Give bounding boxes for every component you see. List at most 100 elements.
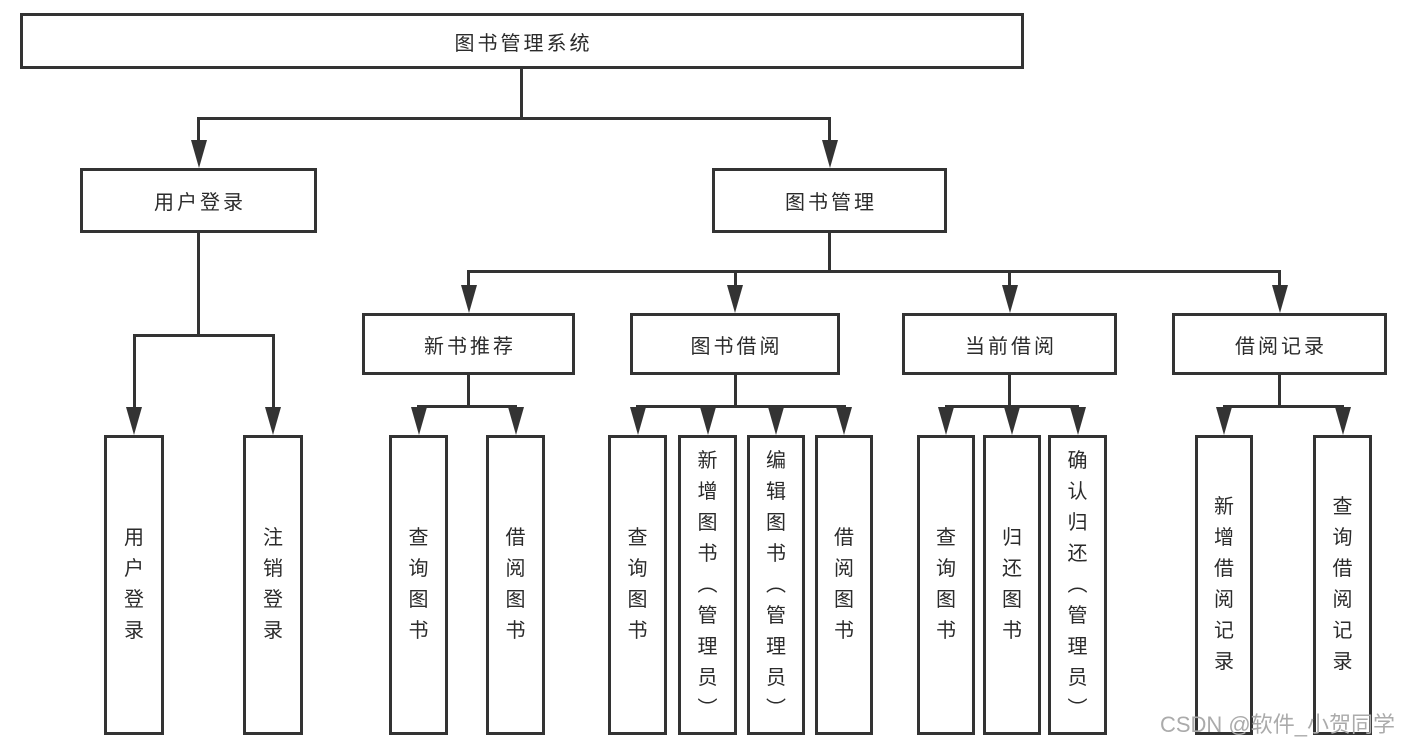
connector-line [1278, 271, 1281, 289]
connector-line [271, 335, 275, 411]
connector-line [197, 117, 831, 120]
leaf-return-books-label: 归还图书 [1002, 523, 1022, 647]
vertical-char: 书 [1002, 620, 1022, 642]
arrow-down-icon [727, 285, 743, 313]
vertical-char: 登 [124, 589, 144, 611]
vertical-char: 图 [697, 511, 718, 534]
node-book-management: 图书管理 [712, 168, 947, 233]
vertical-char: 书 [697, 542, 718, 565]
vertical-char: 询 [1332, 527, 1353, 549]
leaf-confirm-return-admin: 确认归还︵管理员︶ [1048, 435, 1107, 735]
vertical-char: 书 [766, 542, 786, 565]
connector-line [467, 269, 1281, 273]
leaf-user-login-label: 用户登录 [124, 523, 144, 647]
leaf-borrow-books-label: 借阅图书 [506, 523, 526, 647]
vertical-char: 借 [1332, 558, 1353, 580]
connector-line [467, 375, 470, 408]
node-new-book-recommendation: 新书推荐 [362, 313, 575, 375]
watermark: CSDN @软件_小贺同学 [1159, 712, 1395, 737]
vertical-char: 图 [1002, 589, 1022, 611]
arrow-down-icon [1069, 407, 1086, 435]
vertical-char: 录 [124, 620, 144, 642]
vertical-char: 登 [263, 589, 283, 611]
vertical-char: 借 [1214, 558, 1234, 580]
vertical-char: ︶ [697, 697, 718, 720]
vertical-char: 理 [697, 635, 718, 658]
arrow-down-icon [507, 407, 524, 435]
arrow-down-icon [699, 407, 716, 435]
vertical-char: 理 [766, 635, 786, 658]
vertical-char: 录 [263, 620, 283, 642]
vertical-char: 户 [124, 558, 144, 580]
vertical-char: 借 [834, 527, 854, 549]
arrow-down-icon [768, 407, 784, 435]
vertical-char: ︶ [1067, 697, 1088, 720]
vertical-char: 管 [766, 604, 786, 627]
vertical-char: 查 [627, 527, 648, 549]
connector-line [132, 335, 136, 411]
vertical-char: 归 [1002, 527, 1022, 549]
leaf-logout-label: 注销登录 [263, 523, 283, 647]
connector-line [1222, 404, 1344, 408]
leaf-borrow-books-2: 借阅图书 [815, 435, 873, 735]
connector-line [1278, 375, 1281, 408]
vertical-char: 用 [124, 527, 144, 549]
connector-line [1008, 375, 1011, 408]
arrow-down-icon [1216, 407, 1232, 435]
connector-line [828, 233, 831, 273]
node-new-book-recommendation-label: 新书推荐 [424, 335, 516, 358]
leaf-search-borrow-record: 查询借阅记录 [1313, 435, 1372, 735]
leaf-edit-books-admin-label: 编辑图书︵管理员︶ [766, 446, 786, 725]
vertical-char: 图 [505, 589, 526, 611]
vertical-char: 管 [1067, 604, 1088, 627]
vertical-char: ︵ [766, 573, 786, 596]
node-current-borrowing-label: 当前借阅 [965, 335, 1057, 358]
leaf-search-books-3: 查询图书 [917, 435, 975, 735]
leaf-borrow-books: 借阅图书 [486, 435, 545, 735]
connector-line [197, 118, 200, 144]
vertical-char: 记 [1214, 620, 1234, 642]
vertical-char: 图 [936, 589, 956, 611]
leaf-search-books-2: 查询图书 [608, 435, 667, 735]
leaf-search-borrow-record-label: 查询借阅记录 [1333, 492, 1353, 678]
arrow-down-icon [1271, 285, 1288, 313]
node-current-borrowing: 当前借阅 [902, 313, 1117, 375]
vertical-char: 录 [1332, 651, 1353, 673]
vertical-char: 阅 [505, 558, 526, 580]
connector-line [1008, 271, 1011, 289]
leaf-search-books: 查询图书 [389, 435, 448, 735]
arrow-down-icon [629, 407, 646, 435]
arrow-down-icon [1334, 407, 1351, 435]
vertical-char: 阅 [1332, 589, 1353, 611]
vertical-char: 管 [697, 604, 718, 627]
vertical-char: 查 [936, 527, 956, 549]
leaf-logout: 注销登录 [243, 435, 303, 735]
leaf-return-books: 归还图书 [983, 435, 1041, 735]
vertical-char: 阅 [1214, 589, 1234, 611]
node-book-borrowing-label: 图书借阅 [690, 335, 783, 358]
node-borrowing-records: 借阅记录 [1172, 313, 1387, 375]
arrow-down-icon [821, 140, 838, 168]
leaf-borrow-books-2-label: 借阅图书 [834, 523, 854, 647]
vertical-char: 书 [627, 620, 648, 642]
vertical-char: 增 [1214, 527, 1234, 549]
leaf-search-books-2-label: 查询图书 [628, 523, 648, 647]
vertical-char: ︵ [1067, 573, 1088, 596]
connector-line [636, 404, 846, 408]
leaf-add-borrow-record-label: 新增借阅记录 [1214, 492, 1234, 678]
vertical-char: 认 [1067, 480, 1088, 503]
leaf-add-books-admin: 新增图书︵管理员︶ [678, 435, 737, 735]
vertical-char: 图 [408, 589, 429, 611]
connector-line [733, 271, 737, 289]
leaf-edit-books-admin: 编辑图书︵管理员︶ [747, 435, 805, 735]
arrow-down-icon [1001, 285, 1018, 313]
vertical-char: 辑 [766, 480, 786, 503]
connector-line [417, 404, 517, 408]
node-library-management-system: 图书管理系统 [20, 13, 1024, 69]
vertical-char: 书 [505, 620, 526, 642]
vertical-char: 查 [408, 527, 429, 549]
vertical-char: 新 [697, 449, 718, 472]
node-borrowing-records-label: 借阅记录 [1235, 335, 1327, 358]
vertical-char: 还 [1067, 542, 1088, 565]
connector-line [132, 333, 275, 337]
